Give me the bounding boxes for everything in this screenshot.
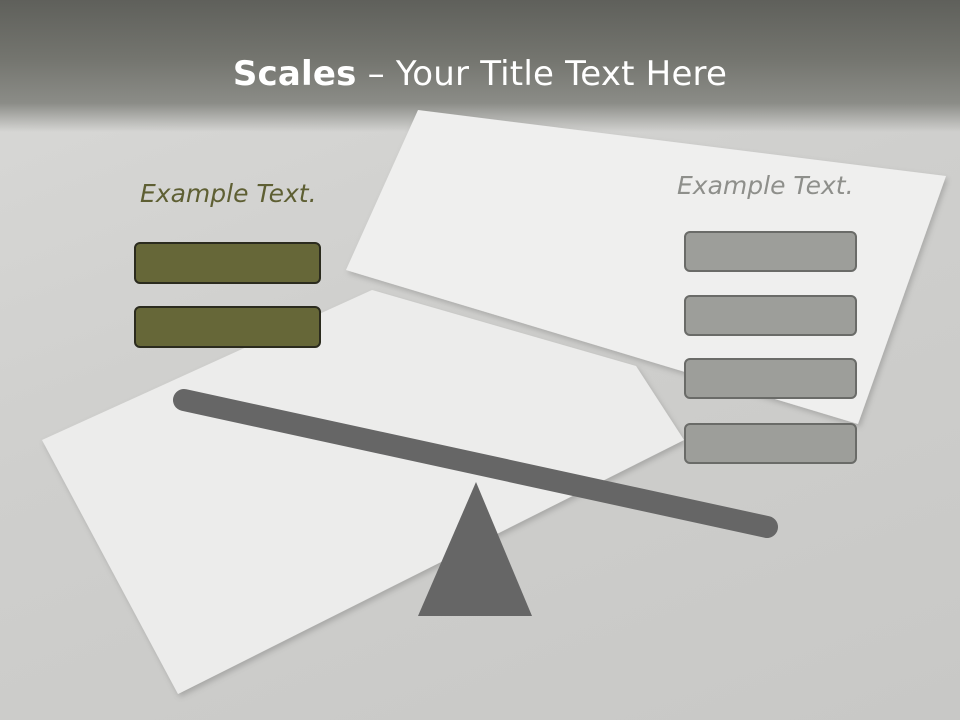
left-text-box-2[interactable] [134,306,321,348]
scale-beam [173,389,778,538]
paper-sheet-front [42,290,684,694]
page-title: Scales – Your Title Text Here [0,52,960,96]
header-band [0,0,960,132]
right-text-box-2[interactable] [684,295,857,336]
right-text-box-4[interactable] [684,423,857,464]
right-label: Example Text. [677,171,854,200]
right-text-box-1[interactable] [684,231,857,272]
right-text-box-3[interactable] [684,358,857,399]
title-rest: – Your Title Text Here [356,54,728,94]
paper-sheet-back [346,110,946,424]
title-bold: Scales [232,54,357,94]
scale-fulcrum [418,482,532,616]
left-label: Example Text. [140,179,317,208]
left-text-box-1[interactable] [134,242,321,284]
